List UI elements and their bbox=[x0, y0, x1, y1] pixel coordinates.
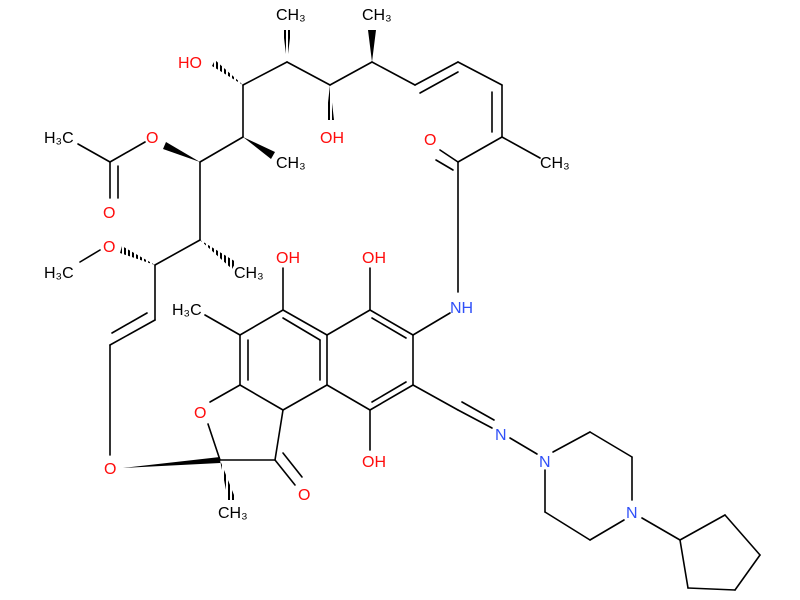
atom-ch3-top1: CH₃ bbox=[276, 7, 306, 24]
atom-nh: NH bbox=[450, 300, 473, 317]
atom-ch3-mid: CH₃ bbox=[276, 155, 306, 172]
atom-n-piperazine-2: N bbox=[626, 505, 638, 522]
atom-n-piperazine-1: N bbox=[539, 454, 551, 471]
atom-ch3-right: CH₃ bbox=[540, 155, 570, 172]
bonds bbox=[77, 30, 761, 591]
atom-o-furan: O bbox=[194, 405, 206, 422]
atom-o-furanone: O bbox=[298, 487, 310, 504]
atom-o-ketone: O bbox=[424, 132, 436, 149]
atom-o-acetyl: O bbox=[103, 205, 115, 222]
atom-labels: CH₃ CH₃ HO OH O CH₃ CH₃ H₃C O O O H₃C CH… bbox=[44, 7, 638, 522]
atom-n-imine: N bbox=[495, 427, 507, 444]
atom-ch3-chain: CH₃ bbox=[234, 265, 264, 282]
atom-ch3-top2: CH₃ bbox=[362, 7, 392, 24]
atom-h3c-methoxy: H₃C bbox=[44, 265, 74, 282]
atom-oh-mid: OH bbox=[320, 130, 344, 147]
atom-o-methoxy: O bbox=[103, 239, 115, 256]
atom-o-ester: O bbox=[146, 130, 158, 147]
atom-oh-arom2: OH bbox=[362, 250, 386, 267]
atom-o-ring: O bbox=[104, 461, 116, 478]
atom-oh-arom1: OH bbox=[276, 250, 300, 267]
atom-ch3-quat: CH₃ bbox=[218, 505, 248, 522]
atom-ho-top: HO bbox=[178, 55, 202, 72]
atom-h3c-arom: H₃C bbox=[172, 302, 202, 319]
atom-h3c-acetyl: H₃C bbox=[44, 130, 74, 147]
atom-oh-arom3: OH bbox=[362, 454, 386, 471]
